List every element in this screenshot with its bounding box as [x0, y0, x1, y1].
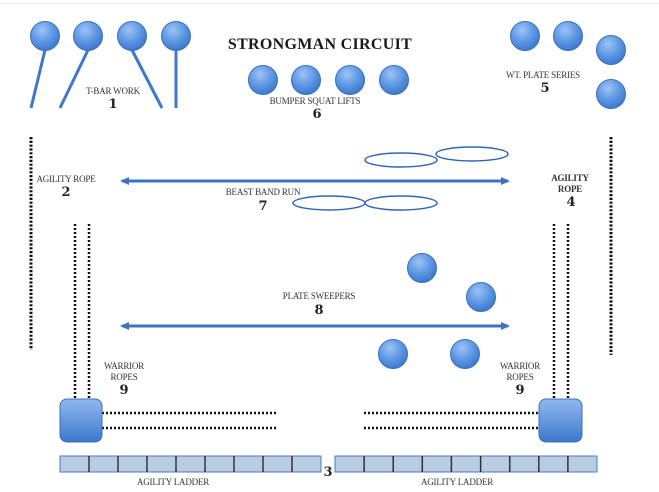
band-4: [364, 195, 438, 211]
wt-plate-2: [553, 21, 583, 51]
agility-ladder-number: 3: [323, 465, 333, 480]
ladder-cell: [204, 455, 235, 473]
t-bar-plate-2: [73, 21, 103, 51]
diagram-title: STRONGMAN CIRCUIT: [227, 36, 413, 53]
plate-sweepers-number: 8: [314, 303, 324, 318]
warrior-ropes-right-label-2: ROPES: [506, 372, 534, 382]
wt-plate-4: [596, 79, 626, 109]
agility-rope-right-label-2: ROPE: [557, 184, 583, 194]
sweeper-plates: [378, 253, 496, 369]
ladder-cell: [262, 455, 293, 473]
t-bar-plate-1: [30, 21, 60, 51]
bumper-plate-1: [248, 65, 278, 95]
bumper-plates: [248, 65, 409, 95]
warrior-ropes-right-label-1: WARRIOR: [499, 361, 541, 371]
plate-sweepers-label: PLATE SWEEPERS: [282, 291, 356, 301]
warrior-rope-anchor-left: [59, 398, 103, 443]
ladder-cell: [146, 455, 177, 473]
band-3: [292, 195, 366, 211]
ladder-cell: [291, 455, 322, 473]
ladder-cell: [117, 455, 148, 473]
agility-ladders: [59, 455, 598, 473]
bumper-label: BUMPER SQUAT LIFTS: [269, 96, 361, 106]
t-bar-3: [130, 49, 164, 109]
sweeper-plate-1: [407, 253, 437, 283]
beast-bands: [292, 146, 509, 211]
wt-plate-label: WT. PLATE SERIES: [506, 70, 580, 80]
agility-ladder-left-label: AGILITY LADDER: [136, 477, 210, 487]
t-bar-2: [58, 49, 90, 109]
ladder-cell: [567, 455, 598, 473]
ladder-cell: [175, 455, 206, 473]
ladder-cell: [538, 455, 569, 473]
t-bar-1: [29, 49, 47, 109]
warrior-ropes-left-label-1: WARRIOR: [103, 361, 145, 371]
ladder-cell: [509, 455, 540, 473]
t-bar-label: T-BAR WORK: [86, 86, 140, 96]
ladder-cell: [59, 455, 90, 473]
top-border: [0, 3, 659, 4]
t-bar-plate-4: [161, 21, 191, 51]
agility-rope-right-number: 4: [566, 195, 576, 210]
ladder-cell: [363, 455, 394, 473]
t-bar-plate-3: [117, 21, 147, 51]
bumper-plate-3: [335, 65, 365, 95]
wt-plates: [510, 21, 626, 109]
ladder-cell: [392, 455, 423, 473]
wt-plate-1: [510, 21, 540, 51]
ladder-cell: [450, 455, 481, 473]
band-1: [364, 152, 438, 168]
warrior-rope-anchor-right: [538, 398, 583, 443]
sweeper-plate-3: [378, 339, 408, 369]
ladder-cell: [233, 455, 264, 473]
agility-ladder-left: [59, 455, 322, 473]
ladder-cell: [334, 455, 365, 473]
beast-band-number: 7: [258, 199, 268, 214]
ladder-cell: [421, 455, 452, 473]
agility-rope-right-label-1: AGILITY: [551, 173, 589, 183]
sweeper-plate-2: [466, 282, 496, 312]
agility-ladder-right-label: AGILITY LADDER: [420, 477, 494, 487]
t-bar-number: 1: [108, 97, 118, 112]
agility-rope-left-number: 2: [61, 185, 71, 200]
ladder-cell: [480, 455, 511, 473]
band-2: [435, 146, 509, 162]
bumper-number: 6: [312, 107, 322, 122]
ladder-cell: [88, 455, 119, 473]
warrior-ropes-left-label-2: ROPES: [110, 372, 138, 382]
agility-ladder-right: [334, 455, 598, 473]
t-bar-station: [29, 21, 191, 109]
beast-band-label: BEAST BAND RUN: [225, 187, 301, 197]
wt-plate-number: 5: [540, 81, 550, 96]
warrior-ropes-right-number: 9: [515, 383, 525, 398]
wt-plate-3: [596, 35, 626, 65]
sweeper-plate-4: [450, 339, 480, 369]
warrior-ropes-left-number: 9: [119, 383, 129, 398]
bumper-plate-4: [379, 65, 409, 95]
agility-rope-left-label: AGILITY ROPE: [36, 174, 96, 184]
bumper-plate-2: [291, 65, 321, 95]
